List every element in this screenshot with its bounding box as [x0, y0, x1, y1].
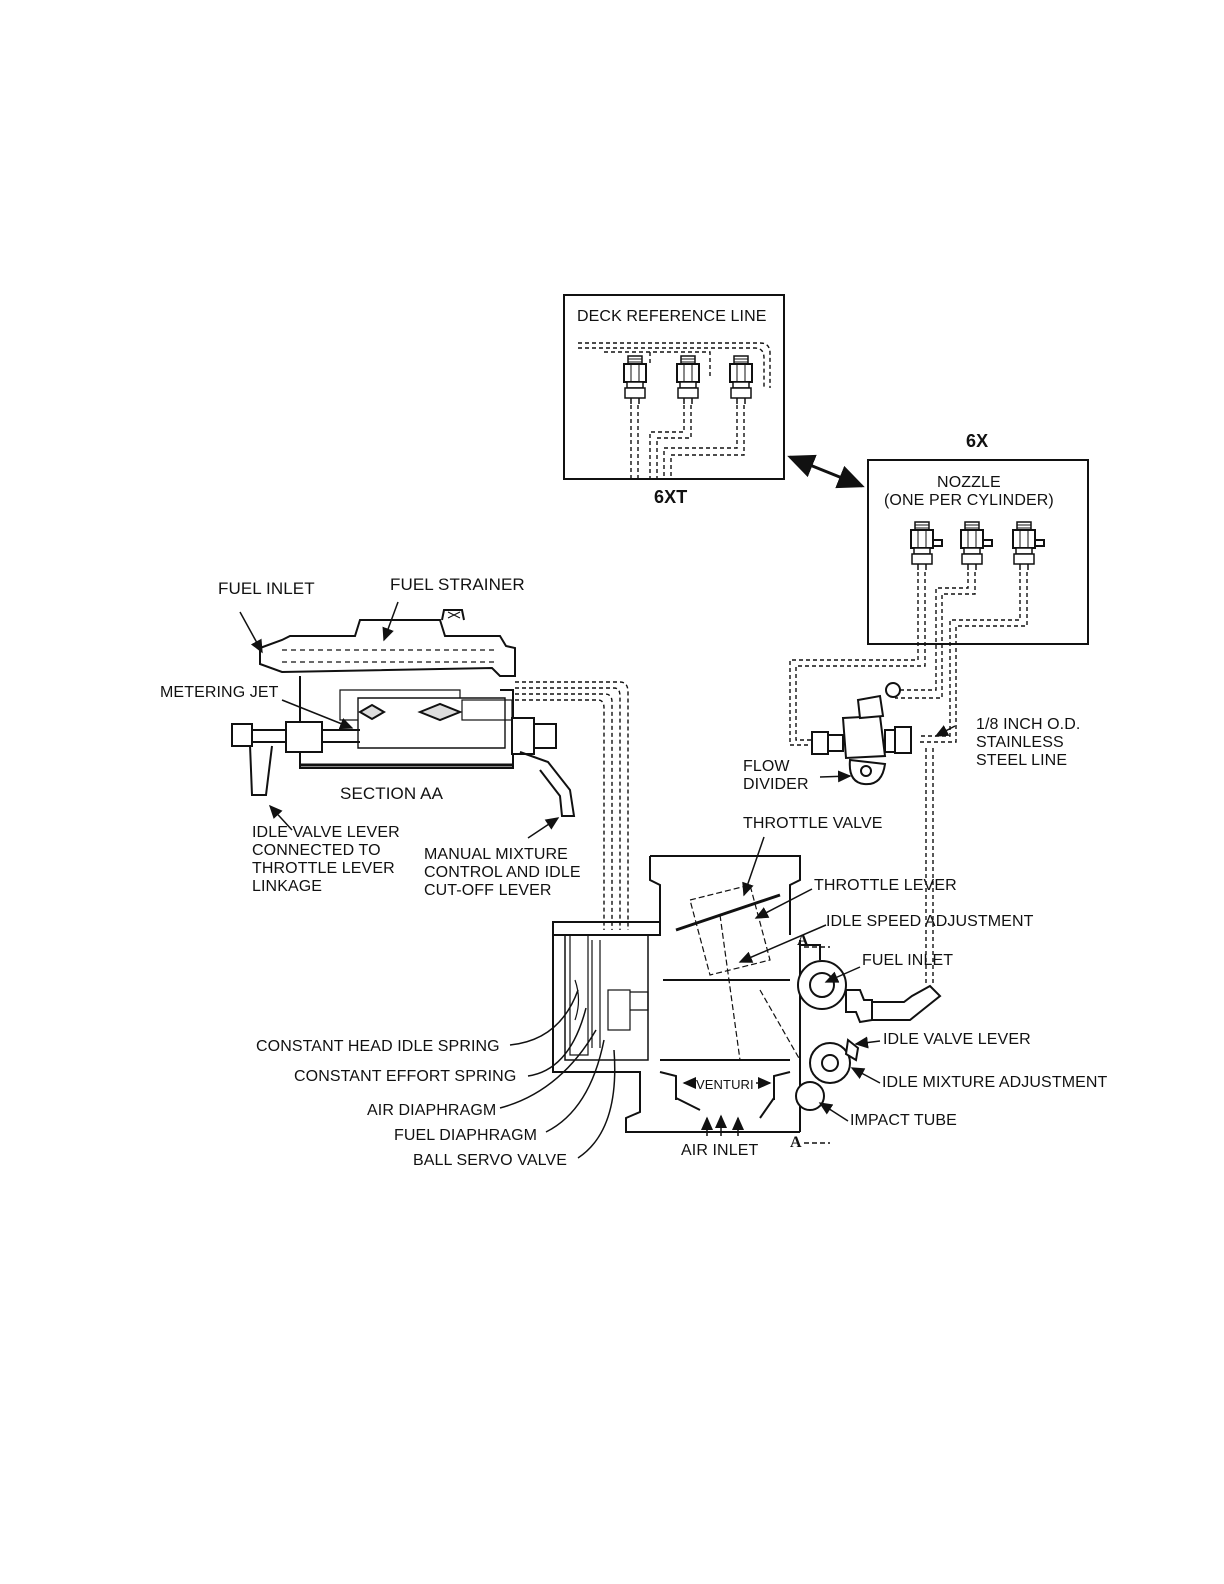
nozzle-6x-3 [1012, 521, 1036, 571]
inset-6xt-caption: 6XT [654, 487, 688, 507]
venturi-label: VENTURI [696, 1077, 754, 1092]
nozzle-6xt-2 [676, 355, 700, 405]
stainless-line-label: 1/8 INCH O.D. STAINLESS STEEL LINE [976, 716, 1081, 769]
deck-reference-line-label: DECK REFERENCE LINE [577, 308, 767, 325]
nozzle-6x-2 [960, 521, 984, 571]
inset-link-arrow [787, 454, 865, 489]
section-aa-fuel-control [231, 609, 576, 817]
air-diaphragm-label: AIR DIAPHRAGM [367, 1102, 497, 1119]
inset-6xt-box [563, 294, 785, 480]
section-aa-label: SECTION AA [340, 784, 444, 803]
throttle-lever-label: THROTTLE LEVER [814, 877, 957, 894]
nozzle-lines-6x [789, 572, 1028, 746]
manual-mixture-label: MANUAL MIXTURE CONTROL AND IDLE CUT-OFF … [424, 846, 581, 899]
metering-jet-arrow [281, 699, 354, 730]
carburetor-leaders [499, 836, 881, 1159]
nozzle-6xt-3 [729, 355, 753, 405]
fuel-strainer-arrow [382, 601, 399, 642]
constant-head-idle-spring-label: CONSTANT HEAD IDLE SPRING [256, 1038, 500, 1055]
fuel-inlet-top-arrow [239, 611, 263, 654]
flow-divider-label: FLOW DIVIDER [743, 758, 809, 793]
flow-divider [811, 682, 912, 786]
inset-6x-box [789, 459, 1089, 746]
impact-tube-label: IMPACT TUBE [850, 1112, 957, 1129]
fuel-lines-6xt [630, 405, 745, 478]
idle-valve-lever-arrow [268, 804, 293, 831]
fuel-diaphragm-label: FUEL DIAPHRAGM [394, 1127, 538, 1144]
fuel-inlet-right-label: FUEL INLET [862, 952, 954, 969]
idle-mixture-adjustment-label: IDLE MIXTURE ADJUSTMENT [882, 1074, 1108, 1091]
section-mark-a-bottom: A [790, 1134, 802, 1151]
fuel-inlet-top-label: FUEL INLET [218, 579, 315, 598]
nozzle-6xt-1 [623, 355, 647, 405]
fuel-strainer-label: FUEL STRAINER [390, 575, 525, 594]
air-inlet-label: AIR INLET [681, 1142, 759, 1159]
deck-reference-line [578, 342, 771, 388]
manual-mixture-arrow [527, 817, 560, 839]
idle-valve-lever-label: IDLE VALVE LEVER [883, 1031, 1031, 1048]
inset-6x-heading: 6X [966, 431, 989, 451]
metering-jet-label: METERING JET [160, 684, 279, 701]
nozzle-6x-1 [910, 521, 934, 571]
nozzle-label: NOZZLE (ONE PER CYLINDER) [884, 474, 1054, 509]
idle-speed-adjustment-label: IDLE SPEED ADJUSTMENT [826, 913, 1034, 930]
ball-servo-valve-label: BALL SERVO VALVE [413, 1152, 567, 1169]
carburetor-body [552, 855, 821, 1133]
idle-valve-lever-linkage-label: IDLE VALVE LEVER CONNECTED TO THROTTLE L… [252, 824, 400, 895]
throttle-valve-label: THROTTLE VALVE [743, 815, 883, 832]
section-mark-a-top: A [797, 932, 809, 949]
constant-effort-spring-label: CONSTANT EFFORT SPRING [294, 1068, 517, 1085]
